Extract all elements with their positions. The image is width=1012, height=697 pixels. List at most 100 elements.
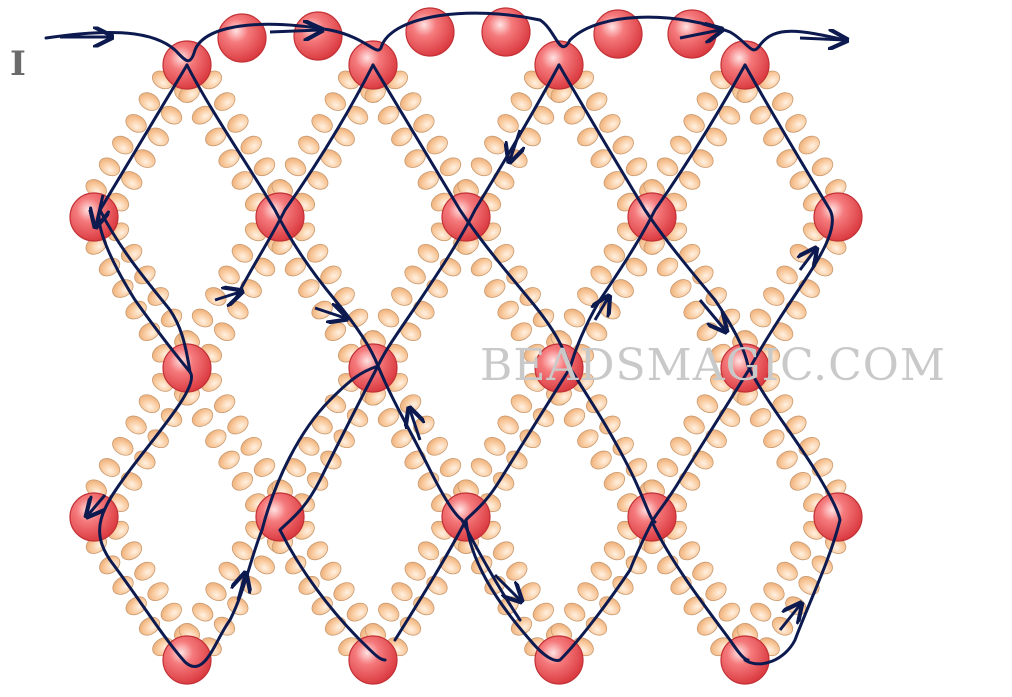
seed-bead (120, 541, 143, 561)
seed-bead (298, 279, 320, 298)
seed-bead (205, 582, 227, 601)
seed-bead (577, 582, 599, 601)
seed-bead (590, 450, 612, 470)
seed-bead (789, 243, 812, 263)
seed-bead (227, 415, 249, 435)
seed-bead (333, 127, 355, 147)
seed-bead (612, 279, 634, 298)
seed-bead (99, 555, 121, 575)
seed-bead (333, 287, 355, 306)
seed-bead (192, 602, 214, 622)
thread-line (278, 63, 561, 662)
thread-line (98, 208, 192, 374)
large-bead (69, 192, 119, 242)
seed-bead (497, 415, 519, 435)
seed-bead (811, 157, 834, 177)
large-bead (217, 13, 267, 63)
seed-bead (656, 157, 679, 177)
seed-bead (785, 114, 807, 133)
seed-bead (519, 429, 541, 449)
seed-bead (798, 135, 820, 155)
seed-bead (696, 394, 719, 414)
large-bead (667, 9, 717, 59)
seed-bead (603, 243, 626, 263)
seed-bead (771, 394, 794, 414)
seed-bead (160, 308, 183, 328)
thread-line (557, 63, 842, 666)
seed-bead (776, 149, 798, 168)
seed-bead (590, 265, 612, 285)
seed-bead (470, 157, 493, 177)
seed-bead (506, 561, 528, 581)
seed-bead (776, 265, 798, 285)
seed-bead (147, 429, 169, 449)
thread-line (464, 63, 747, 662)
seed-bead (750, 602, 772, 622)
seed-bead (785, 300, 807, 320)
seed-bead (484, 279, 506, 298)
seed-bead (763, 127, 785, 147)
seed-bead (417, 541, 440, 561)
seed-bead (519, 127, 541, 147)
seed-bead (400, 92, 422, 111)
seed-bead (98, 157, 121, 177)
seed-bead (391, 429, 413, 449)
seed-bead (125, 415, 147, 435)
seed-bead (120, 243, 143, 263)
seed-bead (670, 135, 692, 155)
seed-bead (413, 596, 435, 616)
seed-bead (404, 265, 426, 285)
seed-bead (205, 429, 227, 449)
seed-bead (612, 436, 634, 456)
seed-bead (218, 450, 240, 470)
seed-bead (138, 394, 161, 414)
seed-bead (532, 408, 555, 427)
seed-bead (683, 114, 705, 133)
seed-bead (785, 415, 807, 435)
seed-bead (191, 308, 214, 328)
seed-bead (298, 135, 320, 155)
seed-bead (510, 322, 533, 342)
direction-arrow (595, 298, 608, 321)
seed-bead (696, 92, 718, 111)
seed-bead (493, 171, 515, 190)
thread-line (650, 63, 834, 662)
seed-bead (413, 114, 435, 133)
direction-arrow (698, 299, 725, 330)
watermark-text: BEADSMAGIC.COM (480, 340, 946, 391)
seed-bead (497, 300, 519, 320)
seed-bead (484, 135, 506, 155)
seed-bead (253, 157, 276, 177)
seed-bead (214, 92, 236, 111)
direction-arrow (410, 410, 420, 441)
direction-arrow (493, 573, 520, 600)
seed-bead (112, 576, 134, 595)
seed-bead (612, 135, 634, 155)
seed-bead (306, 541, 329, 561)
large-bead (441, 492, 491, 542)
seed-bead (306, 471, 329, 491)
seed-bead (763, 429, 785, 449)
seed-bead (324, 322, 347, 342)
seed-bead (510, 394, 533, 414)
seed-bead (160, 602, 182, 622)
direction-arrow (88, 494, 105, 515)
seed-bead (125, 114, 147, 133)
large-bead (481, 7, 531, 57)
direction-arrow (96, 194, 103, 225)
seed-bead (683, 596, 705, 616)
seed-bead (599, 415, 621, 435)
seed-bead (333, 582, 355, 601)
seed-bead (213, 322, 236, 342)
seed-bead (377, 308, 400, 328)
seed-bead (599, 596, 621, 616)
direction-arrow (799, 38, 845, 40)
seed-bead (625, 458, 648, 477)
seed-bead (320, 149, 342, 168)
seed-bead (138, 92, 160, 111)
direction-arrow (269, 30, 320, 32)
large-bead (255, 492, 305, 542)
seed-bead (492, 243, 515, 263)
seed-bead (678, 471, 701, 491)
seed-bead (298, 576, 320, 595)
